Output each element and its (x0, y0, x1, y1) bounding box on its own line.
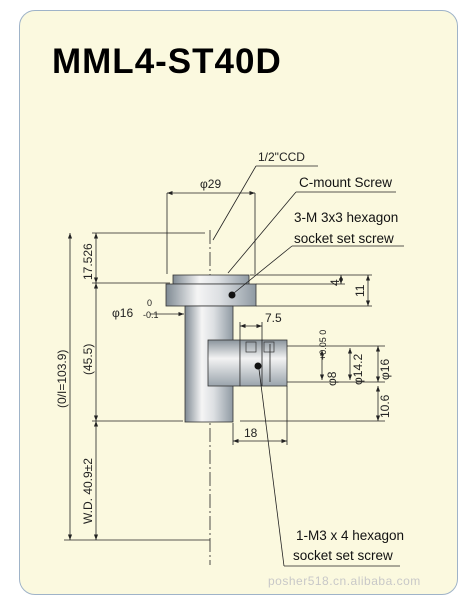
setscrew-top-line2: socket set screw (294, 231, 394, 246)
side-set-screw-icon (254, 362, 262, 370)
phi14-label: φ14.2 (351, 354, 365, 385)
phi8-label: φ8 (325, 371, 339, 386)
cmount-label: C-mount Screw (299, 175, 392, 190)
coaxial-port (239, 339, 288, 387)
setscrew-bottom-line1: 1-M3 x 4 hexagon (296, 528, 404, 543)
setscrew-top-leader (233, 245, 293, 294)
cmount-leader (227, 191, 297, 274)
d18-label: 18 (244, 426, 258, 440)
phi29-label: φ29 (200, 177, 221, 191)
ccd-label: 1/2"CCD (258, 150, 305, 164)
setscrew-bottom-leader (258, 368, 285, 567)
cmount-thread (172, 274, 250, 285)
phi16-label: φ16 (112, 306, 133, 320)
d45-label: (45.5) (81, 344, 95, 375)
setscrew-bottom-line2: socket set screw (293, 548, 393, 563)
ccd-leader (212, 165, 257, 241)
phi16-right-label: φ16 (378, 359, 392, 380)
phi16-tol-upper: 0 (147, 298, 152, 308)
setscrew-top-line1: 3-M 3x3 hexagon (294, 210, 398, 225)
d4-label: 4 (328, 279, 342, 286)
page-title: MML4-ST40D (52, 42, 282, 81)
phi16-tol-lower: -0.1 (143, 310, 159, 320)
d11-label: 11 (353, 284, 367, 297)
d7-label: 7.5 (265, 311, 282, 325)
port-window-1 (245, 341, 257, 353)
wd-label: W.D. 40.9±2 (81, 458, 95, 524)
phi8-tol: +0.05 0 (318, 330, 328, 360)
port-window-2 (263, 341, 275, 353)
d10-label: 10.6 (378, 394, 392, 418)
d17-label: 17.526 (81, 243, 95, 280)
overall-length-label: (0/I=103.9) (55, 350, 69, 408)
coaxial-housing (207, 339, 241, 387)
mount-flange (165, 283, 257, 307)
watermark: posher518.cn.alibaba.com (268, 574, 421, 588)
top-set-screw-icon (228, 291, 236, 299)
